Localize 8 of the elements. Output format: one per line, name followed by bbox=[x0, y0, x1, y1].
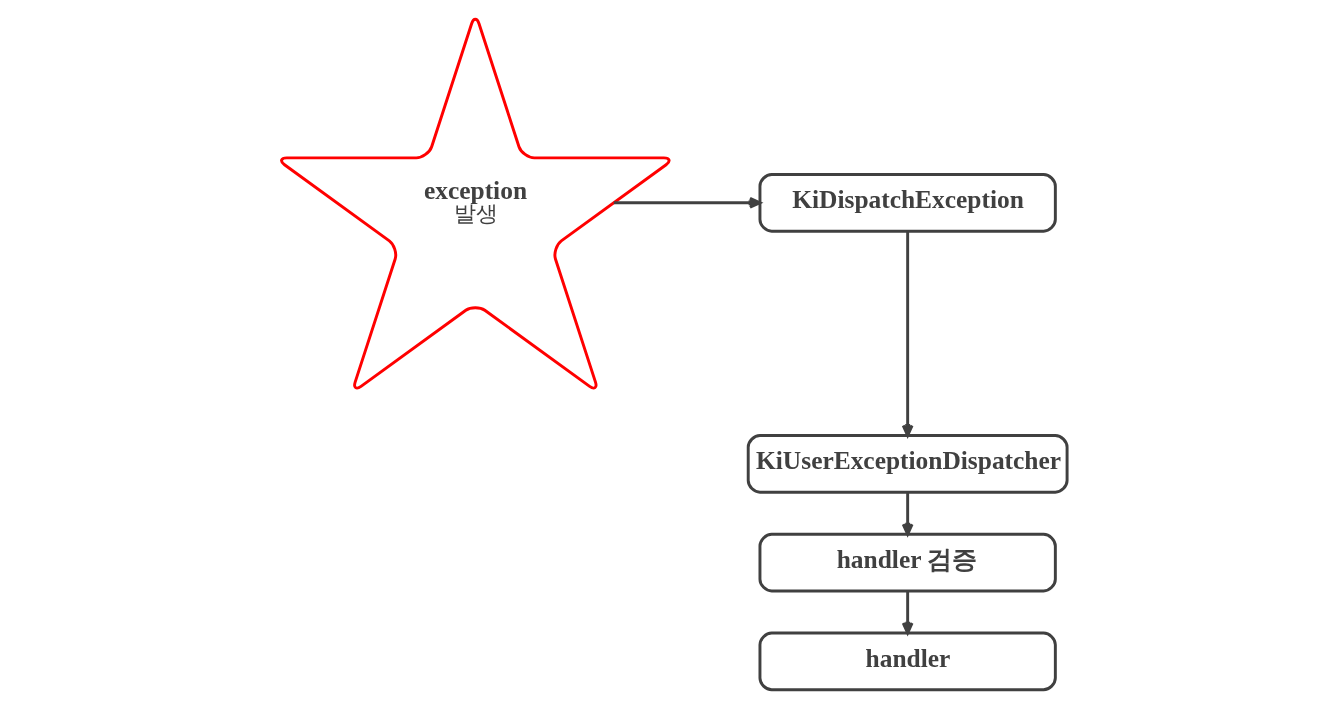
arrow bbox=[613, 196, 762, 209]
arrow bbox=[901, 591, 914, 635]
arrow bbox=[901, 492, 914, 536]
node-box: handler bbox=[758, 631, 1057, 692]
node-box: KiUserExceptionDispatcher bbox=[746, 434, 1069, 494]
node-box: handler 검증 bbox=[758, 532, 1057, 593]
node-box: KiDispatchException bbox=[758, 173, 1057, 233]
arrow bbox=[901, 231, 914, 437]
